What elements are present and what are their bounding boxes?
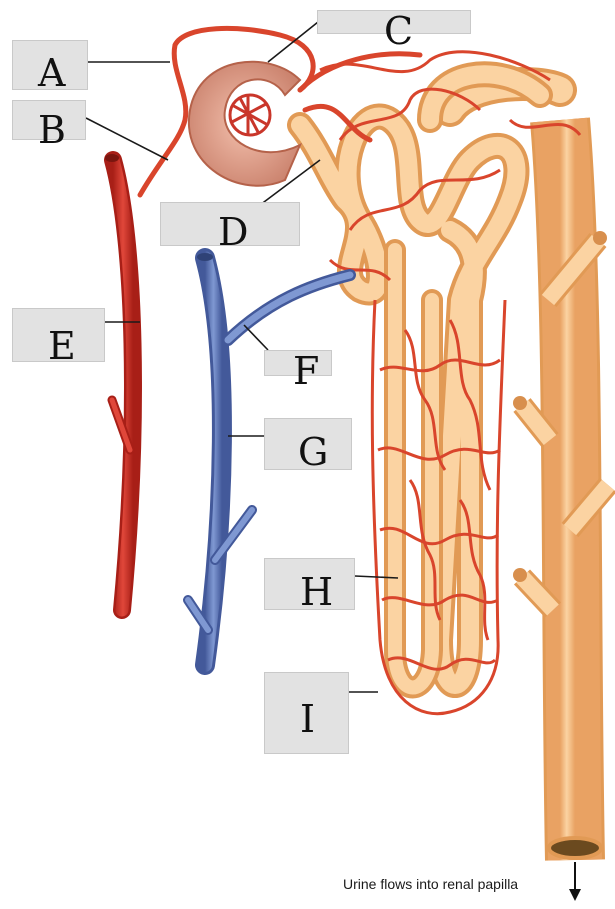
urine-flow-caption: Urine flows into renal papilla bbox=[343, 876, 518, 892]
label-d: D bbox=[218, 213, 248, 251]
label-g: G bbox=[298, 433, 328, 471]
label-a: A bbox=[38, 54, 65, 92]
glomerulus bbox=[189, 62, 300, 186]
label-f: F bbox=[293, 352, 319, 390]
label-i: I bbox=[300, 700, 315, 738]
label-h: H bbox=[300, 573, 333, 611]
label-e: E bbox=[48, 327, 76, 365]
interlobular-artery bbox=[105, 154, 133, 610]
label-c: C bbox=[384, 12, 413, 50]
urine-flow-arrow bbox=[569, 862, 581, 901]
label-b: B bbox=[38, 111, 66, 149]
